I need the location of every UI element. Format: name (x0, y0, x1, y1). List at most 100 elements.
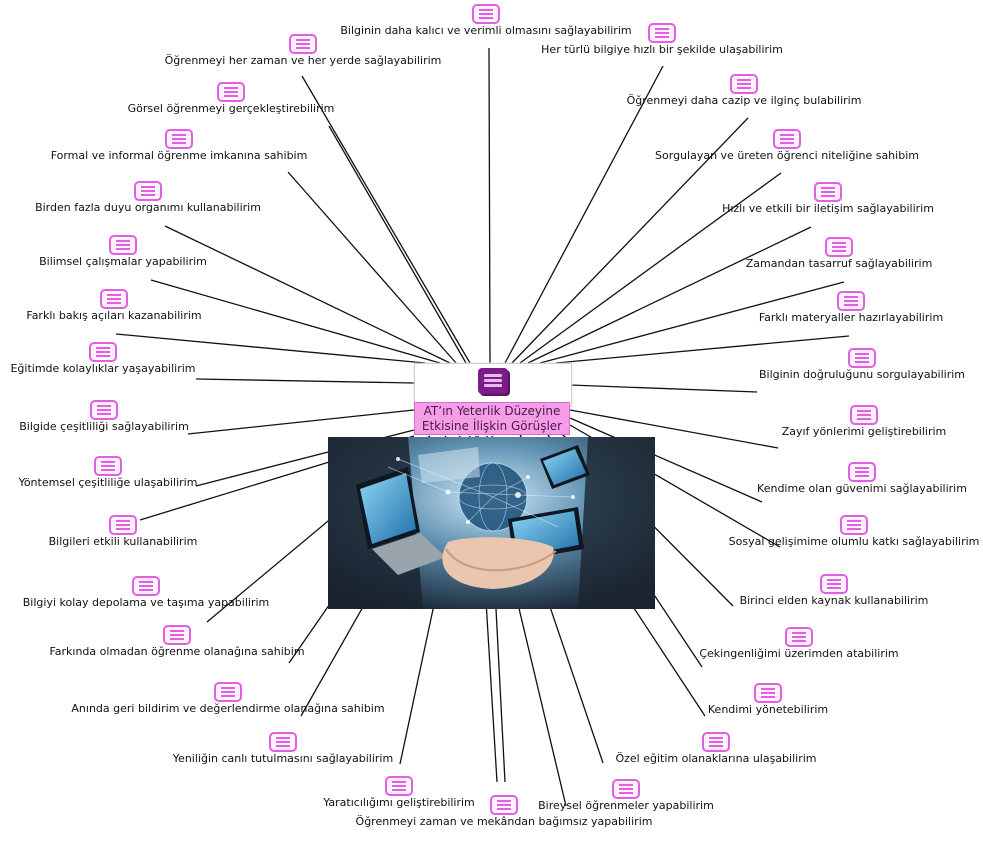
topic-node[interactable]: Bilgide çeşitliliği sağlayabilirim (19, 400, 189, 433)
list-note-icon (785, 627, 813, 647)
topic-label: Bilginin doğruluğunu sorgulayabilirim (758, 368, 966, 381)
topic-node[interactable]: Yaratıcılığımı geliştirebilirim (318, 776, 480, 809)
connector-line (115, 333, 426, 364)
topic-label: Bilgileri etkili kullanabilirim (48, 535, 198, 548)
topic-node[interactable]: Eğitimde kolaylıklar yaşayabilirim (10, 342, 196, 375)
list-note-icon (848, 348, 876, 368)
topic-label: Öğrenmeyi her zaman ve her yerde sağlaya… (164, 54, 442, 67)
list-note-icon (754, 683, 782, 703)
topic-node[interactable]: Öğrenmeyi zaman ve mekândan bağımsız yap… (352, 795, 656, 828)
connector-line (527, 226, 812, 364)
technology-hands-photo (328, 437, 655, 609)
topic-node[interactable]: Bilimsel çalışmalar yapabilirim (39, 235, 207, 268)
topic-label: Öğrenmeyi zaman ve mekândan bağımsız yap… (355, 815, 653, 828)
topic-node[interactable]: Formal ve informal öğrenme imkanına sahi… (51, 129, 307, 162)
topic-label: Yeniliğin canlı tutulmasını sağlayabilir… (172, 752, 394, 765)
connector-line (150, 279, 441, 364)
topic-label: Birden fazla duyu organımı kullanabiliri… (35, 201, 261, 214)
list-note-icon (163, 625, 191, 645)
topic-label: Görsel öğrenmeyi gerçekleştirebilirim (127, 102, 335, 115)
list-note-icon (134, 181, 162, 201)
topic-label: Bilgide çeşitliliği sağlayabilirim (19, 420, 189, 433)
connector-line (328, 125, 467, 364)
central-topic-title-line1: AT’ın Yeterlik Düzeyine (423, 404, 561, 418)
list-note-icon (612, 779, 640, 799)
list-note-icon (850, 405, 878, 425)
connector-line (195, 378, 415, 384)
topic-node[interactable]: Özel eğitim olanaklarına ulaşabilirim (614, 732, 818, 765)
list-note-icon (773, 129, 801, 149)
connector-line (301, 75, 471, 364)
list-note-icon (90, 400, 118, 420)
topic-node[interactable]: Sosyal gelişimime olumlu katkı sağlayabi… (727, 515, 981, 548)
topic-node[interactable]: Farklı materyaller hazırlayabilirim (756, 291, 946, 324)
topic-node[interactable]: Farklı bakış açıları kazanabilirim (26, 289, 202, 322)
list-note-icon (385, 776, 413, 796)
list-note-icon (730, 74, 758, 94)
connector-line (504, 65, 664, 364)
topic-label: Bilgiyi kolay depolama ve taşıma yapabil… (22, 596, 270, 609)
list-note-icon (702, 732, 730, 752)
list-note-icon (217, 82, 245, 102)
list-note-icon (289, 34, 317, 54)
topic-node[interactable]: Her türlü bilgiye hızlı bir şekilde ulaş… (540, 23, 784, 56)
list-note-icon (825, 237, 853, 257)
list-note-icon (814, 182, 842, 202)
list-note-icon (94, 456, 122, 476)
topic-node[interactable]: Bireysel öğrenmeler yapabilirim (538, 779, 714, 812)
topic-node[interactable]: Anında geri bildirim ve değerlendirme ol… (68, 682, 388, 715)
list-note-icon (109, 235, 137, 255)
list-note-icon (840, 515, 868, 535)
topic-node[interactable]: Öğrenmeyi her zaman ve her yerde sağlaya… (164, 34, 442, 67)
connector-line (164, 225, 451, 364)
topic-node[interactable]: Zamandan tasarruf sağlayabilirim (746, 237, 932, 270)
topic-label: Özel eğitim olanaklarına ulaşabilirim (615, 752, 817, 765)
connector-line (539, 281, 845, 364)
topic-node[interactable]: Sorgulayan ve üreten öğrenci niteliğine … (655, 129, 919, 162)
topic-node[interactable]: Birinci elden kaynak kullanabilirim (737, 574, 931, 607)
list-note-icon (472, 4, 500, 24)
connector-line (569, 384, 758, 393)
topic-label: Zamandan tasarruf sağlayabilirim (745, 257, 933, 270)
topic-label: Öğrenmeyi daha cazip ve ilginç bulabilir… (626, 94, 862, 107)
topic-label: Formal ve informal öğrenme imkanına sahi… (50, 149, 308, 162)
topic-node[interactable]: Bilgileri etkili kullanabilirim (48, 515, 198, 548)
topic-node[interactable]: Zayıf yönlerimi geliştirebilirim (781, 405, 947, 438)
list-note-icon (648, 23, 676, 43)
topic-node[interactable]: Çekingenliğimi üzerimden atabilirim (697, 627, 901, 660)
topic-node[interactable]: Kendimi yönetebilirim (703, 683, 833, 716)
topic-label: Bilginin daha kalıcı ve verimli olmasını… (340, 24, 632, 37)
topic-node[interactable]: Farkında olmadan öğrenme olanağına sahib… (48, 625, 306, 658)
topic-label: Yaratıcılığımı geliştirebilirim (323, 796, 475, 809)
topic-node[interactable]: Birden fazla duyu organımı kullanabiliri… (34, 181, 262, 214)
topic-node[interactable]: Yeniliğin canlı tutulmasını sağlayabilir… (170, 732, 396, 765)
topic-label: Çekingenliğimi üzerimden atabilirim (699, 647, 899, 660)
topic-node[interactable]: Yöntemsel çeşitliliğe ulaşabilirim (19, 456, 197, 489)
topic-node[interactable]: Hızlı ve etkili bir iletişim sağlayabili… (706, 182, 950, 215)
topic-label: Hızlı ve etkili bir iletişim sağlayabili… (722, 202, 934, 215)
topic-label: Farkında olmadan öğrenme olanağına sahib… (49, 645, 305, 658)
topic-label: Yöntemsel çeşitliliğe ulaşabilirim (18, 476, 198, 489)
connector-line (555, 335, 850, 364)
topic-label: Farklı bakış açıları kazanabilirim (26, 309, 202, 322)
topic-label: Zayıf yönlerimi geliştirebilirim (781, 425, 947, 438)
topic-label: Sosyal gelişimime olumlu katkı sağlayabi… (728, 535, 980, 548)
list-note-icon (165, 129, 193, 149)
topic-node[interactable]: Bilginin doğruluğunu sorgulayabilirim (758, 348, 966, 381)
topic-node[interactable]: Bilginin daha kalıcı ve verimli olmasını… (338, 4, 634, 37)
connector-line (187, 409, 415, 435)
topic-node[interactable]: Öğrenmeyi daha cazip ve ilginç bulabilir… (626, 74, 862, 107)
list-note-icon (490, 795, 518, 815)
connector-line (569, 417, 763, 503)
topic-node[interactable]: Kendime olan güvenimi sağlayabilirim (757, 462, 967, 495)
list-note-icon (837, 291, 865, 311)
list-note-icon (132, 576, 160, 596)
topic-node[interactable]: Görsel öğrenmeyi gerçekleştirebilirim (128, 82, 334, 115)
topic-node[interactable]: Bilgiyi kolay depolama ve taşıma yapabil… (20, 576, 272, 609)
list-note-icon (820, 574, 848, 594)
document-icon (478, 368, 508, 394)
connector-line (519, 172, 782, 364)
topic-label: Farklı materyaller hazırlayabilirim (758, 311, 944, 324)
topic-label: Eğitimde kolaylıklar yaşayabilirim (10, 362, 196, 375)
